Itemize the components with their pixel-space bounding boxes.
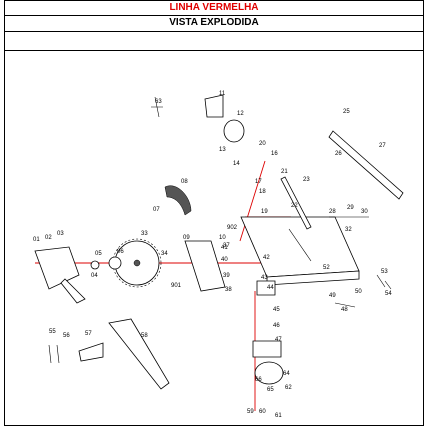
part-label: 33	[141, 231, 148, 237]
part-label: 08	[181, 179, 188, 185]
part-label: 56	[63, 333, 70, 339]
part-label: 18	[259, 189, 266, 195]
screws-55-56	[48, 344, 60, 364]
part-label: 57	[85, 331, 92, 337]
part-label: 43	[261, 275, 268, 281]
blank-row	[5, 32, 423, 51]
part-label: 06	[117, 249, 124, 255]
part-label: 46	[273, 323, 280, 329]
subtitle: VISTA EXPLODIDA	[5, 16, 423, 32]
part-label: 63	[155, 99, 162, 105]
part-label: 55	[49, 329, 56, 335]
part-label: 901	[171, 283, 182, 289]
part-label: 11	[219, 91, 226, 97]
part-label: 47	[275, 337, 282, 343]
part-label: 02	[45, 235, 52, 241]
part-label: 09	[183, 235, 190, 241]
part-label: 13	[219, 147, 226, 153]
part-label: 45	[273, 307, 280, 313]
height-bracket	[256, 280, 276, 296]
part-label: 61	[275, 413, 282, 419]
part-label: 66	[255, 377, 262, 383]
part-label: 40	[221, 257, 228, 263]
part-label: 20	[259, 141, 266, 147]
part-label: 30	[361, 209, 368, 215]
fence-rail	[280, 176, 312, 230]
part-label: 04	[91, 273, 98, 279]
part-label: 54	[385, 291, 392, 297]
part-label: 53	[381, 269, 388, 275]
part-label: 50	[355, 289, 362, 295]
part-label: 37	[223, 243, 230, 249]
part-label: 19	[261, 209, 268, 215]
part-label: 21	[281, 169, 288, 175]
part-label: 03	[57, 231, 64, 237]
part-label: 25	[343, 109, 350, 115]
part-label: 48	[341, 307, 348, 313]
mitre-gauge	[78, 342, 104, 362]
clamps-53-54	[376, 274, 392, 290]
part-label: 41	[221, 245, 228, 251]
part-label: 62	[285, 385, 292, 391]
blade-guard	[34, 246, 86, 304]
saw-table	[240, 216, 360, 278]
exploded-view-drawing: 01 02 03 04 05 06 08 07 09 10 11 12 13 1…	[5, 51, 423, 425]
part-label: 39	[223, 273, 230, 279]
nut	[90, 260, 100, 270]
exploded-view-svg: 01 02 03 04 05 06 08 07 09 10 11 12 13 1…	[33, 91, 404, 419]
part-label: 65	[267, 387, 274, 393]
flange	[108, 256, 122, 270]
part-labels: 01 02 03 04 05 06 08 07 09 10 11 12 13 1…	[33, 91, 392, 419]
part-label: 34	[161, 251, 168, 257]
push-stick	[108, 318, 170, 390]
bevel-handle	[164, 185, 192, 216]
part-label: 49	[329, 293, 336, 299]
part-label: 32	[345, 227, 352, 233]
document-frame: LINHA VERMELHA VISTA EXPLODIDA	[4, 0, 424, 426]
part-label: 52	[323, 265, 330, 271]
part-label: 29	[347, 205, 354, 211]
line-title: LINHA VERMELHA	[5, 1, 423, 16]
part-label: 27	[379, 143, 386, 149]
part-label: 64	[283, 371, 290, 377]
assembly-guide-lines	[35, 160, 345, 411]
part-label: 10	[219, 235, 226, 241]
part-label: 14	[233, 161, 240, 167]
part-label: 07	[153, 207, 160, 213]
part-label: 44	[267, 285, 274, 291]
part-label: 26	[335, 151, 342, 157]
part-label: 17	[255, 179, 262, 185]
blade-slot	[288, 228, 312, 262]
part-label: 12	[237, 111, 244, 117]
saw-blade	[112, 238, 162, 288]
motor-mount	[252, 340, 282, 358]
motor-bracket	[184, 240, 226, 292]
part-label: 16	[271, 151, 278, 157]
part-label: 42	[263, 255, 270, 261]
part-label: 23	[303, 177, 310, 183]
motor-cap	[223, 119, 245, 143]
part-label: 05	[95, 251, 102, 257]
part-label: 58	[141, 333, 148, 339]
screw-63	[151, 96, 163, 118]
motor	[254, 361, 284, 385]
part-label: 59	[247, 409, 254, 415]
part-label: 01	[33, 237, 40, 243]
part-label: 22	[291, 203, 298, 209]
part-label: 902	[227, 225, 238, 231]
part-label: 38	[225, 287, 232, 293]
pin-48	[334, 302, 356, 308]
part-label: 28	[329, 209, 336, 215]
part-label: 60	[259, 409, 266, 415]
rip-fence	[328, 130, 404, 200]
switch-box	[204, 94, 224, 118]
